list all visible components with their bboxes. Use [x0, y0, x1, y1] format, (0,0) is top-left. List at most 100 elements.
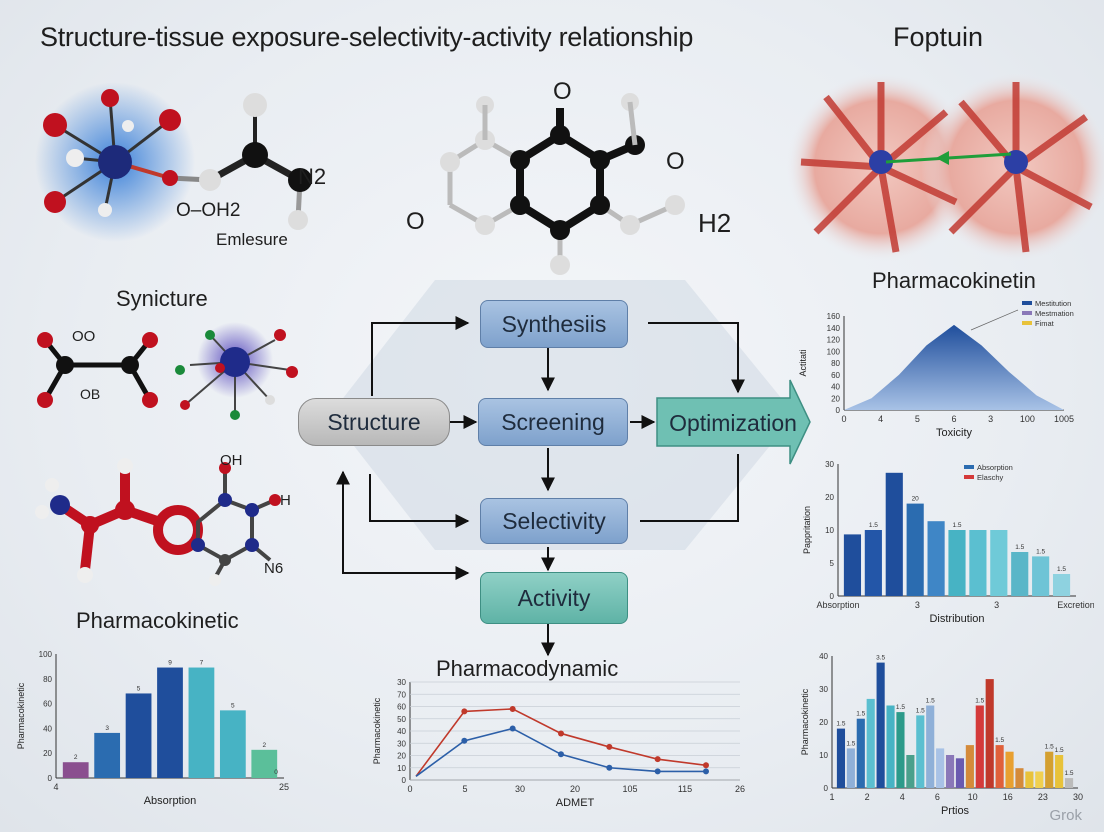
x-tick-label: 30	[1073, 792, 1083, 802]
x-tick-label: 5	[462, 784, 467, 794]
label-oh: OH	[220, 452, 243, 469]
flow-structure[interactable]: Structure	[298, 398, 450, 446]
bar	[1011, 552, 1029, 596]
x-axis-label: Absorption	[144, 795, 197, 807]
data-point	[461, 708, 468, 715]
bar	[219, 710, 246, 778]
bar-value-label: 1.5	[836, 721, 845, 728]
bar-value-label: 1.5	[856, 711, 865, 718]
y-tick-label: 0	[402, 776, 407, 785]
bar	[1064, 778, 1074, 788]
bar	[885, 472, 903, 596]
x-tick-label: 16	[1003, 792, 1013, 802]
x-axis-label: Prtios	[941, 805, 970, 817]
bar-value-label: 2	[74, 754, 78, 761]
x-tick-label: 6	[951, 414, 956, 424]
bar-value-label: 1.5	[896, 704, 905, 711]
bar-value-label: 0	[274, 769, 278, 776]
y-tick-label: 140	[827, 324, 841, 333]
bar	[926, 705, 935, 788]
y-tick-label: 10	[819, 751, 828, 760]
y-tick-label: 20	[825, 493, 834, 502]
bar	[188, 667, 215, 778]
x-axis-label: Toxicity	[936, 427, 973, 439]
y-tick-label: 0	[48, 774, 53, 783]
bar	[955, 758, 965, 788]
bar-value-label: 1.5	[952, 522, 961, 529]
data-point	[558, 751, 564, 758]
x-tick-label: 20	[570, 784, 580, 794]
y-tick-label: 30	[397, 739, 406, 748]
right-title: Foptuin	[893, 22, 984, 52]
watermark: Grok	[1049, 807, 1082, 824]
bar-value-label: 20	[912, 496, 920, 503]
bar-value-label: 1.5	[995, 737, 1004, 744]
label-emlesure: Emlesure	[216, 230, 288, 249]
label-h: H	[280, 492, 291, 509]
bar-value-label: 1.5	[916, 707, 925, 714]
label-pharmacokinetic-left: Pharmacokinetic	[76, 608, 239, 633]
flow-synthesis[interactable]: Synthesiis	[480, 300, 628, 348]
legend-swatch	[964, 465, 974, 469]
y-tick-label: 40	[831, 383, 840, 392]
bar	[906, 503, 924, 596]
x-tick-label: 6	[935, 792, 940, 802]
x-tick-label: 105	[622, 784, 637, 794]
x-tick-label: 1	[829, 792, 834, 802]
flow-selectivity[interactable]: Selectivity	[480, 498, 628, 544]
y-tick-label: 0	[830, 592, 835, 601]
legend-swatch	[964, 475, 974, 479]
x-tick-label: 4	[878, 414, 883, 424]
y-tick-label: 80	[43, 675, 52, 684]
molecule-lower-left	[35, 458, 281, 586]
flow-screening[interactable]: Screening	[478, 398, 628, 446]
bar	[985, 679, 994, 788]
bar	[876, 662, 885, 788]
data-point	[509, 705, 516, 712]
data-point	[703, 762, 709, 769]
bar	[1052, 574, 1071, 596]
bar	[916, 715, 925, 788]
y-tick-label: 100	[39, 650, 53, 659]
y-tick-label: 70	[397, 690, 406, 699]
label-o-oh2: O–OH2	[176, 200, 241, 221]
molecule-top-center	[440, 93, 685, 275]
label-ob: OB	[80, 386, 101, 402]
bar-value-label: 1.5	[1055, 747, 1064, 754]
bar	[843, 534, 862, 596]
bar	[62, 762, 89, 778]
y-tick-label: 50	[397, 715, 406, 724]
bar-value-label: 5	[137, 685, 141, 692]
y-tick-label: 40	[43, 724, 52, 733]
y-tick-label: 160	[827, 312, 841, 321]
bar	[1015, 768, 1024, 788]
legend-leader	[970, 309, 1019, 331]
x-tick-label: 0	[407, 784, 412, 794]
legend-swatch	[1022, 301, 1032, 305]
x-tick-label: Excretion	[1057, 600, 1094, 610]
legend-entry: Elaschy	[977, 473, 1004, 482]
x-tick-label: 2	[865, 792, 870, 802]
bar-value-label: 1.5	[1015, 544, 1024, 551]
bar	[948, 530, 966, 596]
x-axis-label: Distribution	[929, 613, 984, 625]
flow-activity[interactable]: Activity	[480, 572, 628, 624]
bar	[995, 745, 1004, 788]
y-tick-label: 30	[819, 685, 828, 694]
y-tick-label: 60	[43, 700, 52, 709]
x-tick-label: 3	[994, 600, 999, 610]
flow-optimization[interactable]: Optimization	[669, 409, 797, 436]
x-tick-label: 0	[841, 414, 846, 424]
x-tick-label: 5	[915, 414, 920, 424]
data-point	[606, 743, 613, 750]
y-tick-label: 60	[831, 371, 840, 380]
bar-value-label: 7	[200, 660, 204, 667]
bar-value-label: 1.5	[926, 698, 935, 705]
y-axis-label: Actitati	[798, 349, 808, 376]
y-tick-label: 30	[825, 460, 834, 469]
x-tick-label: 4	[900, 792, 905, 802]
bar	[896, 712, 905, 788]
bar-value-label: 1.5	[1057, 566, 1066, 573]
area-series	[844, 324, 1064, 410]
